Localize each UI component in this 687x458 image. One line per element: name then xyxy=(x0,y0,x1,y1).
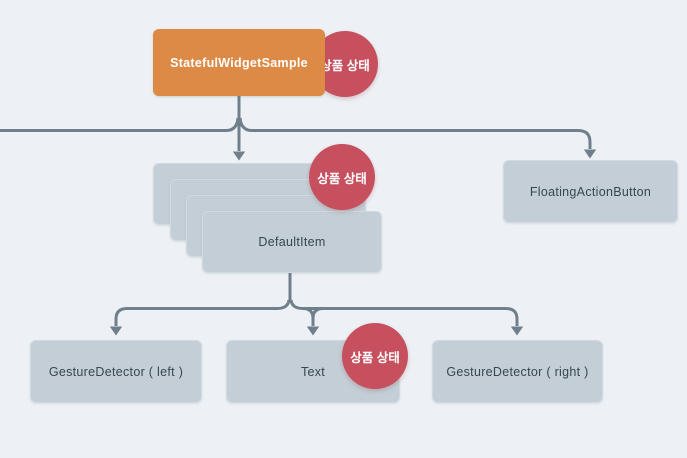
node-default-item: DefaultItem xyxy=(202,211,382,273)
node-label: GestureDetector ( left ) xyxy=(48,364,184,379)
node-gesture-detector-left: GestureDetector ( left ) xyxy=(30,340,202,403)
node-floating-action-button: FloatingActionButton xyxy=(503,160,678,223)
arrow-to-text xyxy=(306,326,320,336)
arrow-to-gesture-left xyxy=(109,326,123,336)
state-badge-label: 상품 상태 xyxy=(317,171,367,186)
state-badge-label: 상품 상태 xyxy=(350,350,400,365)
arrow-to-default-item xyxy=(232,151,246,161)
node-label: StatefulWidgetSample xyxy=(170,55,308,70)
node-stateful-widget-sample: StatefulWidgetSample xyxy=(153,29,325,96)
state-badge-text: 상품 상태 xyxy=(342,323,408,389)
state-badge-label: 상품 상태 xyxy=(320,58,370,73)
arrow-to-fab xyxy=(583,149,597,159)
node-gesture-detector-right: GestureDetector ( right ) xyxy=(432,340,603,403)
node-label: DefaultItem xyxy=(258,235,326,249)
state-badge-default-item: 상품 상태 xyxy=(309,144,375,210)
node-label: GestureDetector ( right ) xyxy=(446,364,589,379)
node-label: Text xyxy=(300,364,326,379)
node-label: FloatingActionButton xyxy=(529,184,652,199)
arrow-to-gesture-right xyxy=(510,326,524,336)
